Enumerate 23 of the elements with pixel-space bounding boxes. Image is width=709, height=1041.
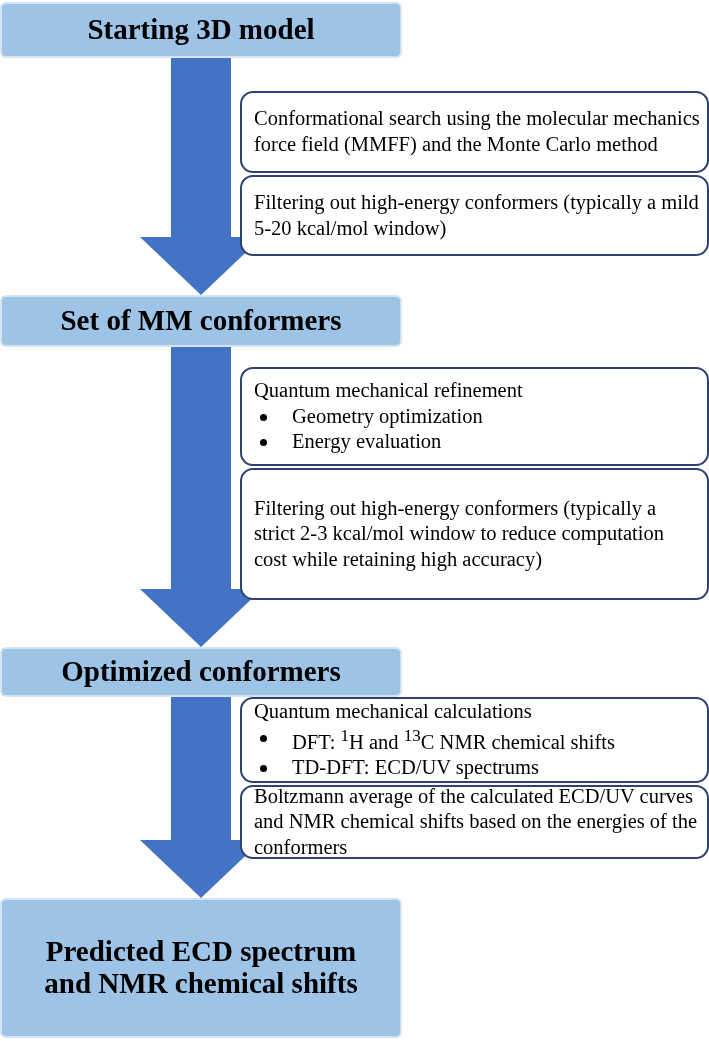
step-text: Filtering out high-energy conformers (typically a strict 2-3 kcal/mol window to reduce computation cost while retaining high accuracy)	[254, 495, 665, 573]
stage-title: Set of MM conformers	[60, 305, 342, 337]
step-text: Quantum mechanical calculations	[254, 699, 533, 725]
stage-box	[0, 2, 402, 58]
bullet-item: Geometry optimization	[254, 403, 701, 430]
step-box	[240, 697, 709, 783]
stage-title: Optimized conformers	[61, 656, 341, 688]
step-text: Boltzmann average of the calculated ECD/UV curves and NMR chemical shifts based on the energies of the conformers	[254, 783, 699, 860]
step-box	[240, 175, 709, 256]
step-text: Filtering out high-energy conformers (typically a mild 5-20 kcal/mol window)	[254, 189, 700, 242]
step-box	[240, 468, 709, 600]
step-text: Quantum mechanical refinement	[254, 378, 524, 404]
bullet-item: TD-DFT: ECD/UV spectrums	[254, 755, 701, 781]
step-box	[240, 367, 709, 466]
step-text: Conformational search using the molecular mechanics force field (MMFF) and the Monte Carlo method	[254, 106, 701, 157]
stage-box	[0, 295, 402, 347]
step-box	[240, 91, 709, 173]
stage-box	[0, 647, 402, 697]
stage-title: Predicted ECD spectrum and NMR chemical shifts	[43, 936, 359, 1000]
stage-title: Starting 3D model	[87, 14, 315, 46]
bullet-item: Energy evaluation	[254, 429, 701, 455]
bullet-item: DFT: $^{1}$H and $^{13}$C NMR chemical shifts	[254, 724, 701, 756]
stage-box	[0, 898, 402, 1038]
